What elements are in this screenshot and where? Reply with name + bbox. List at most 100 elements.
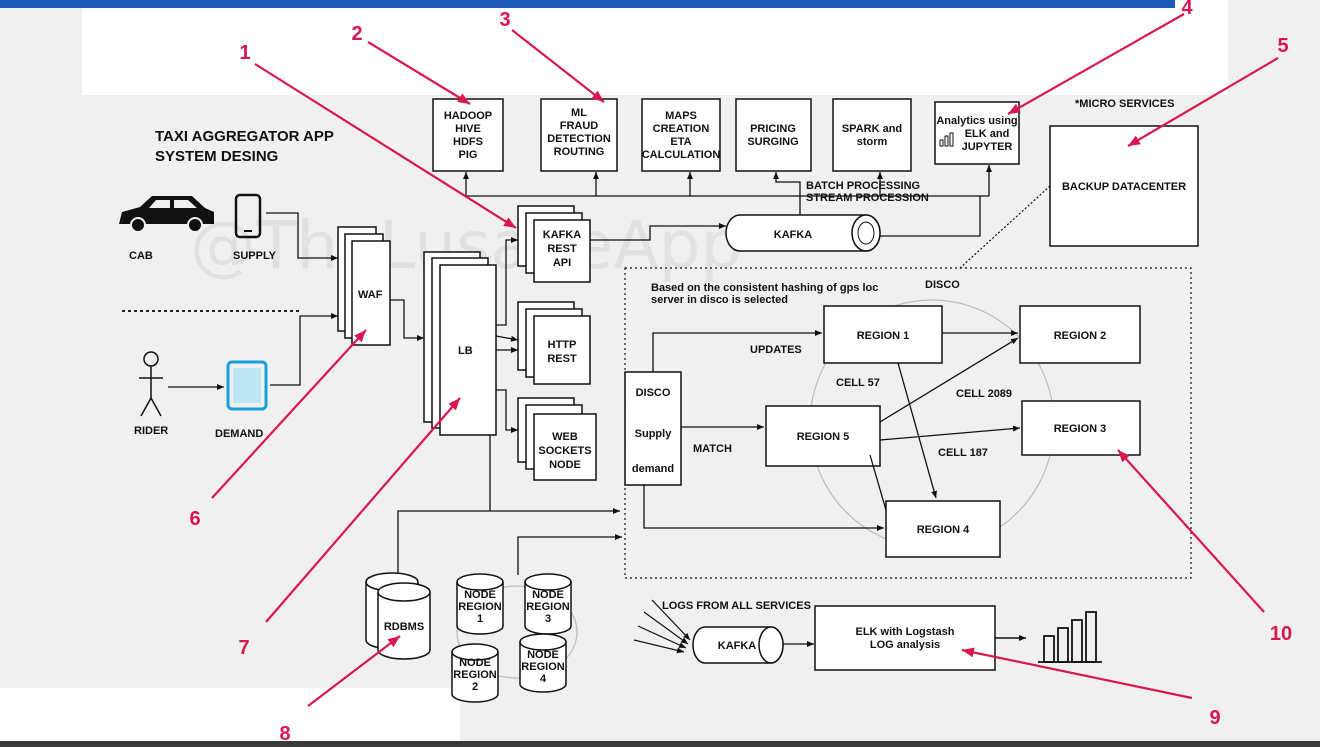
lb-to-http-connector-2 [495,335,519,342]
node-region-1-line3: 1 [477,613,483,625]
backup-datacenter-label: BACKUP DATACENTER [1062,181,1186,193]
region-1-label: REGION 1 [857,330,910,342]
demand-tablet-icon [226,360,268,411]
rider-stick-figure-icon [139,351,163,417]
node-region-4-line3: 4 [540,673,547,685]
maps-line4: CALCULATION [642,149,721,161]
region5-to-region4-connector [869,454,887,511]
callout-1-arrow [254,63,517,229]
disco-note-line2: server in disco is selected [651,294,788,306]
analytics-line2: ELK and [965,128,1010,140]
diagram-title-line1: TAXI AGGREGATOR APP [155,128,334,145]
region-2-label: REGION 2 [1054,330,1107,342]
header-panel [82,0,1228,95]
region5-to-region3-connector [879,425,1021,441]
rdbms-to-disco-connector [397,508,620,575]
region-3-label: REGION 3 [1054,423,1107,435]
disco-note-line1: Based on the consistent hashing of gps l… [651,282,878,294]
cab-label: CAB [129,250,153,262]
ml-box [540,98,618,172]
analytics-line3: JUPYTER [962,141,1013,153]
callout-4-number: 4 [1181,0,1193,19]
kafka-rest-line1: KAFKA [543,229,582,241]
region-3-box [1021,400,1141,456]
elk-box [814,605,996,671]
analytics-line1: Analytics using [936,115,1017,127]
lb-label: LB [458,345,473,357]
disco-to-region1-connector [652,330,822,372]
callout-7-number: 7 [238,637,249,659]
match-label: MATCH [693,443,732,455]
node-region-3-db-icon [524,573,572,635]
callout-9-arrow [961,647,1193,700]
node-region-3-line1: NODE [532,589,564,601]
analytics-box [934,101,1020,165]
kafka-queue-cylinder [725,214,881,252]
bottom-bar [0,741,1320,747]
top-bar [0,0,1175,8]
web-sockets-line3: NODE [549,459,581,471]
ml-line4: ROUTING [554,146,605,158]
node-region-2-line1: NODE [459,657,491,669]
spark-box [832,98,912,172]
hadoop-line4: PIG [459,149,478,161]
lb-to-web-sockets-connector [496,389,518,433]
cell-2089-label: CELL 2089 [956,388,1012,400]
lb-to-kafka-rest-connector [496,237,518,326]
demand-to-waf-connector [270,313,338,386]
waf-to-lb-connector [390,299,424,341]
hadoop-line2: HIVE [455,123,481,135]
node-region-4-db-icon [519,633,567,693]
spark-line1: SPARK and [842,123,902,135]
diagram-title-line2: SYSTEM DESING [155,148,278,165]
region-4-label: REGION 4 [917,524,970,536]
callout-1-number: 1 [239,42,250,64]
pricing-line2: SURGING [747,136,798,148]
http-rest-box [533,315,591,385]
rdbms-label: RDBMS [384,621,424,633]
disco-box-line1: DISCO [636,387,671,399]
backup-datacenter-box [1049,125,1199,247]
ml-line3: DETECTION [547,133,611,145]
micro-services-label: *MICRO SERVICES [1075,98,1174,110]
http-rest-line1: HTTP [548,339,577,351]
ml-line2: FRAUD [560,120,599,132]
maps-box [641,98,721,172]
callout-6-arrow [211,329,367,499]
rider-label: RIDER [134,425,168,437]
elk-line2: LOG analysis [870,639,940,651]
node-region-1-db-icon [456,573,504,635]
node-region-ring [456,585,578,679]
node-regions-to-disco-connector [517,534,622,575]
demand-label: DEMAND [215,428,263,440]
node-region-4-line2: REGION [521,661,564,673]
node-region-2-line3: 2 [472,681,478,693]
kafka-label: KAFKA [774,229,813,241]
updates-label: UPDATES [750,344,802,356]
waf-label: WAF [358,289,383,301]
supply-phone-icon [234,193,262,239]
region1-to-region4-connector [897,362,937,499]
ml-line1: ML [571,107,587,119]
cell-57-label: CELL 57 [836,377,880,389]
callout-5-arrow [1127,57,1279,147]
web-sockets-line1: WEB [552,431,578,443]
mini-bar-chart-icon [939,132,954,147]
callout-3-number: 3 [499,9,510,31]
callout-10-number: 10 [1270,623,1292,645]
node-region-2-db-icon [451,643,499,703]
analytics-bar-chart-icon [1038,611,1102,663]
callout-5-number: 5 [1277,35,1288,57]
cab-icon [119,196,214,233]
maps-line2: CREATION [653,123,710,135]
maps-line1: MAPS [665,110,697,122]
region5-to-region2-connector [879,337,1019,423]
region-5-box [765,405,881,467]
kafka-rest-line3: API [553,257,571,269]
to-pricing-connector [773,172,801,220]
hadoop-line3: HDFS [453,136,483,148]
web-sockets-box [533,413,597,481]
node-region-3-line3: 3 [545,613,551,625]
node-region-3-line2: REGION [526,601,569,613]
